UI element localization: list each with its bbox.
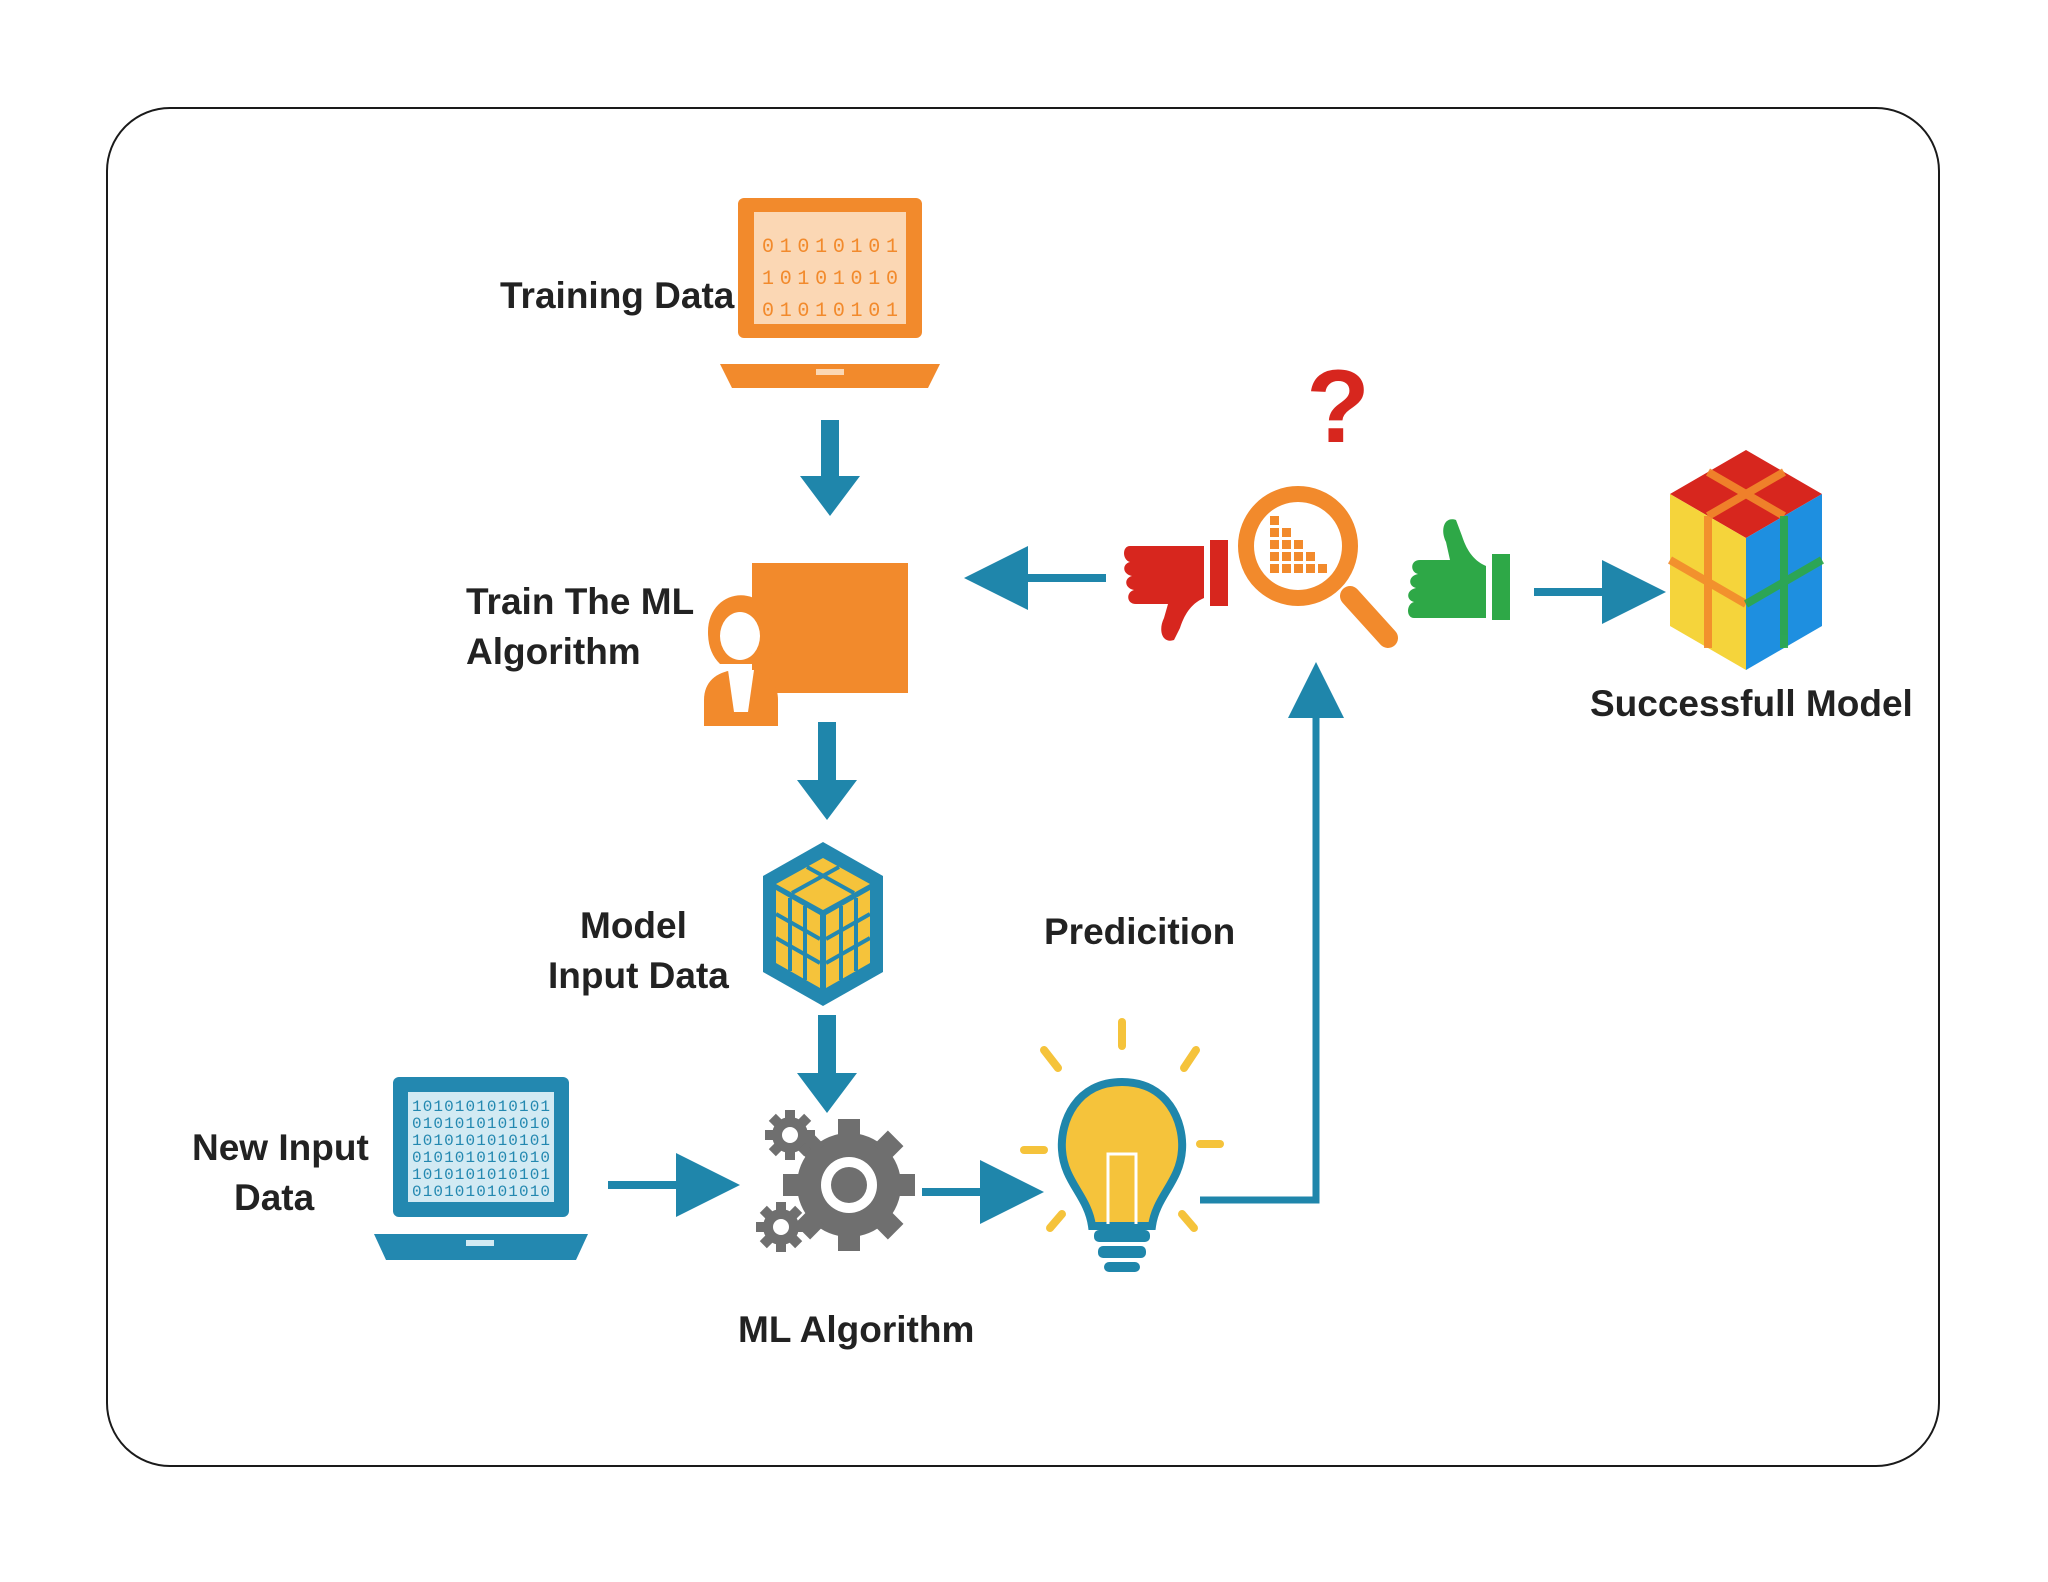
label-successful-model: Successfull Model — [1590, 683, 1913, 724]
arrow-down-2 — [797, 722, 857, 820]
label-prediction: Predicition — [1044, 911, 1235, 952]
new-input-binary-row-2: 0101010101010 — [412, 1115, 550, 1133]
label-new-input-line1: New Input — [192, 1127, 369, 1168]
new-input-binary-row-6: 0101010101010 — [412, 1183, 550, 1201]
magnifying-glass-icon — [1238, 486, 1398, 648]
label-training-data: Training Data — [500, 275, 735, 316]
gears-icon — [756, 1110, 915, 1252]
new-input-binary-row-1: 1010101010101 — [412, 1098, 550, 1116]
thumbs-up-icon — [1408, 519, 1510, 620]
light-bulb-icon — [1020, 1018, 1224, 1272]
arrow-down-3 — [797, 1015, 857, 1113]
arrow-prediction-to-evaluation — [1200, 662, 1344, 1204]
new-input-binary-row-3: 1010101010101 — [412, 1132, 550, 1150]
label-model-input-line1: Model — [580, 905, 687, 946]
label-ml-algorithm: ML Algorithm — [738, 1309, 974, 1350]
thumbs-down-icon — [1124, 540, 1228, 641]
model-input-cube-icon — [763, 842, 883, 1006]
new-input-binary-row-4: 0101010101010 — [412, 1149, 550, 1167]
successful-model-cube-icon — [1667, 450, 1825, 670]
new-input-laptop-icon: 1010101010101 0101010101010 101010101010… — [374, 1077, 588, 1260]
label-model-input-line2: Input Data — [548, 955, 729, 996]
label-train-ml-line1: Train The ML — [466, 581, 694, 622]
new-input-binary-row-5: 1010101010101 — [412, 1166, 550, 1184]
training-laptop-icon: 01010101 10101010 01010101 — [720, 198, 940, 388]
label-new-input-line2: Data — [234, 1177, 315, 1218]
trainer-presenter-icon — [704, 563, 908, 726]
label-train-ml-line2: Algorithm — [466, 631, 641, 672]
question-mark-icon: ? — [1306, 349, 1370, 465]
arrow-down-1 — [800, 420, 860, 516]
